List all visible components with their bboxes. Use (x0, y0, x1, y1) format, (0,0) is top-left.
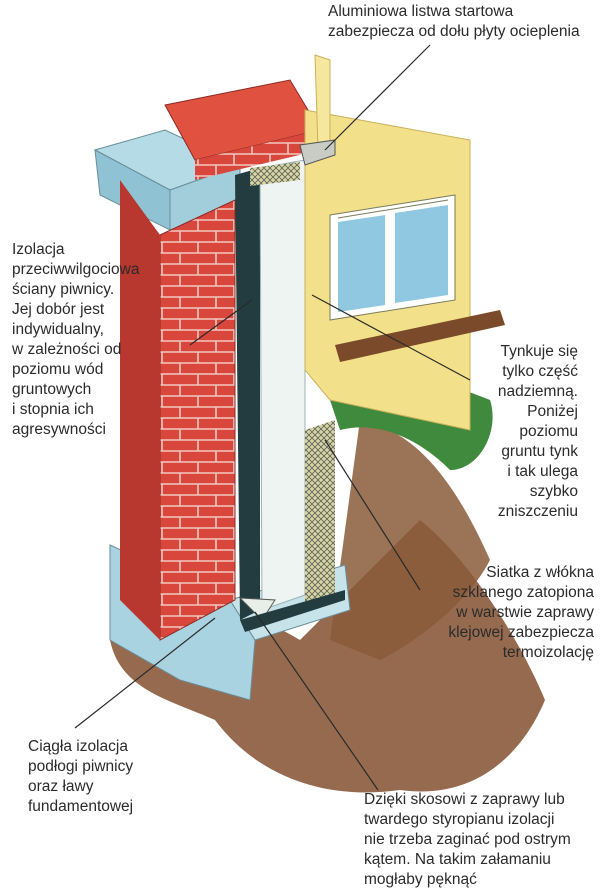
chamfer (238, 597, 276, 621)
fiberglass-mesh (305, 420, 335, 610)
label-plaster: Tynkuje się tylko część nadziemną. Poniż… (497, 343, 578, 520)
leader-aluminium (324, 44, 431, 151)
window (329, 194, 456, 321)
label-aluminium-strip: Aluminiowa listwa startowa zabezpiecza o… (328, 3, 580, 40)
aluminium-starter-strip (299, 139, 336, 166)
window-sill (335, 310, 505, 362)
leader-plaster (311, 294, 471, 381)
leader-chamfer (254, 611, 379, 791)
polystyrene-layer (259, 159, 306, 611)
leader-mesh (324, 439, 421, 591)
waterproofing-layer (235, 168, 260, 620)
leader-insulation (189, 299, 253, 346)
label-chamfer: Dzięki skosowi z zaprawy lub twardego st… (364, 791, 571, 888)
label-fiberglass-mesh: Siatka z włókna szklanego zatopiona w wa… (448, 564, 594, 661)
label-basement-insulation: Izolacja przeciwwilgociowa ściany piwnic… (12, 241, 140, 438)
leader-floor (74, 617, 216, 729)
label-floor-insulation: Ciągła izolacja podłogi piwnicy oraz ław… (28, 738, 134, 815)
leader-lines (74, 44, 471, 791)
